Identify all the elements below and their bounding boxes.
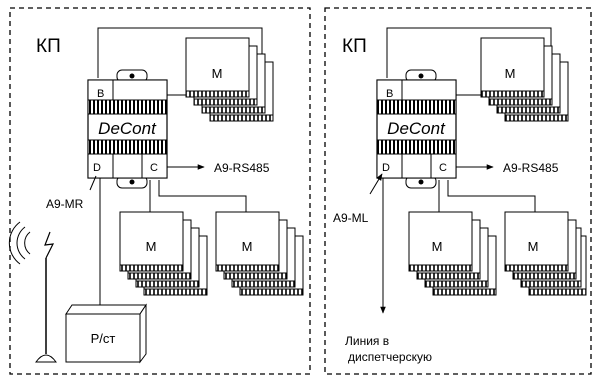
port-c-label: C [439,162,447,174]
port-c-label: C [150,162,158,174]
port-b-label: B [386,88,393,100]
radio-label: Р/ст [91,331,116,346]
module-stack-bottom-2: M [504,211,587,296]
module-label: M [432,239,443,254]
dispatch-line-label-2: диспетчерскую [348,350,432,364]
antenna-icon [8,221,57,363]
decont-controller: B DeCont D C [376,69,457,189]
module-label: M [528,239,539,254]
dispatch-line-label-1: Линия в [345,334,389,348]
port-module-pointer [369,173,383,195]
port-d-label: D [382,162,390,174]
module-stack-bottom-1: M [408,211,497,296]
panel-left: КП M [8,27,304,364]
device-brand: DeCont [98,119,157,138]
panel-title: КП [36,36,61,57]
port-module-label: A9-ML [333,211,369,225]
rs485-label: A9-RS485 [503,161,559,175]
rs485-label: A9-RS485 [214,161,270,175]
module-label: M [146,239,157,254]
decont-controller: B DeCont D C [87,69,168,189]
device-brand: DeCont [387,119,446,138]
wire-b-to-top-modules [386,27,552,78]
module-stack-bottom-1: M [119,211,208,296]
port-b-label: B [97,88,104,100]
panel-title: КП [342,36,367,57]
wire-b-to-top-modules [97,27,263,78]
wire-c-to-module-2 [158,180,247,213]
module-stack-top: M [185,37,274,122]
module-label: M [242,239,253,254]
module-stack-bottom-2: M [215,211,304,296]
port-d-label: D [93,162,101,174]
module-stack-top: M [480,37,569,122]
panel-right: КП M [333,27,587,364]
wire-c-to-module-2 [447,180,536,213]
radio-station: Р/ст [65,303,147,364]
panel-border-right [324,7,592,375]
port-module-pointer [89,175,97,191]
port-module-label: A9-MR [46,197,84,211]
module-label: M [505,66,516,81]
module-label: M [212,66,223,81]
